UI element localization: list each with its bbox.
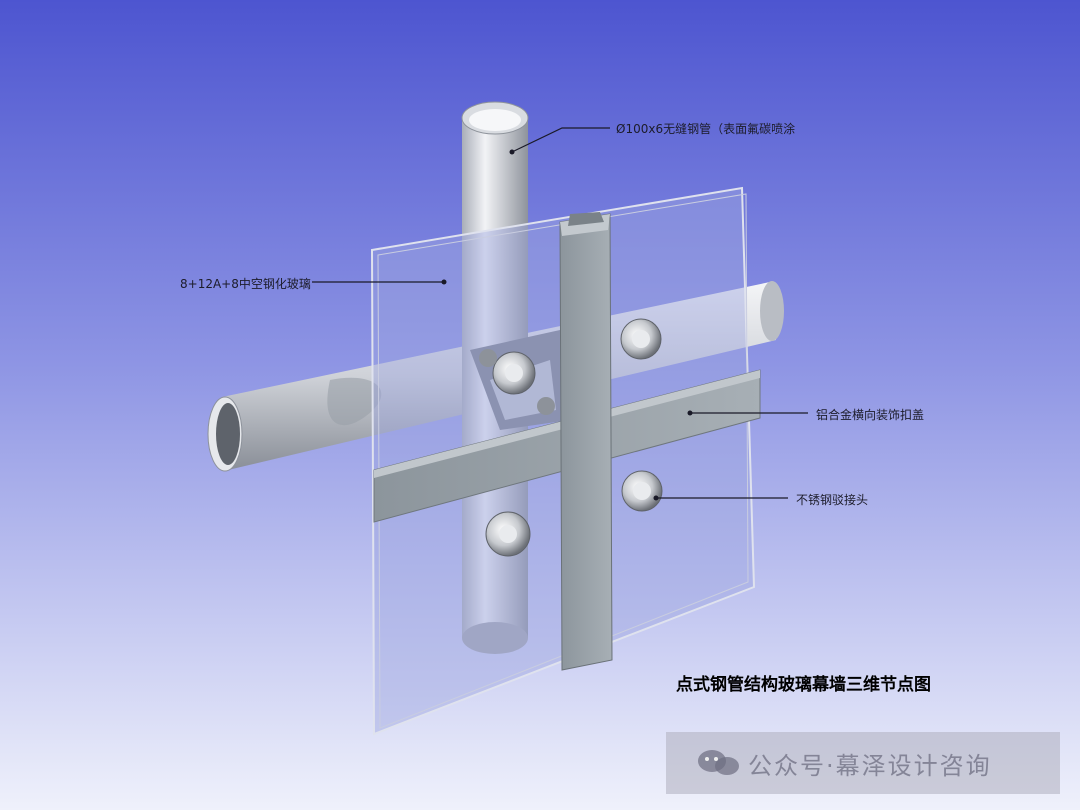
wechat-icon [696,748,742,778]
label-steel-tube: Ø100x6无缝钢管（表面氟碳喷涂 [616,122,796,136]
watermark-text: 公众号·幕泽设计咨询 [748,751,992,780]
vertical-mullion [559,212,613,671]
label-glass: 8+12A+8中空钢化玻璃 [180,277,311,291]
label-fitting: 不锈钢驳接头 [796,493,869,507]
leader-dots [441,149,693,501]
diagram-title: 点式钢管结构玻璃幕墙三维节点图 [676,675,931,695]
watermark: 公众号·幕泽设计咨询 [666,732,1060,794]
label-cover-cap: 铝合金横向装饰扣盖 [816,408,925,422]
spider-fittings [479,318,663,557]
leader-lines [312,127,808,499]
